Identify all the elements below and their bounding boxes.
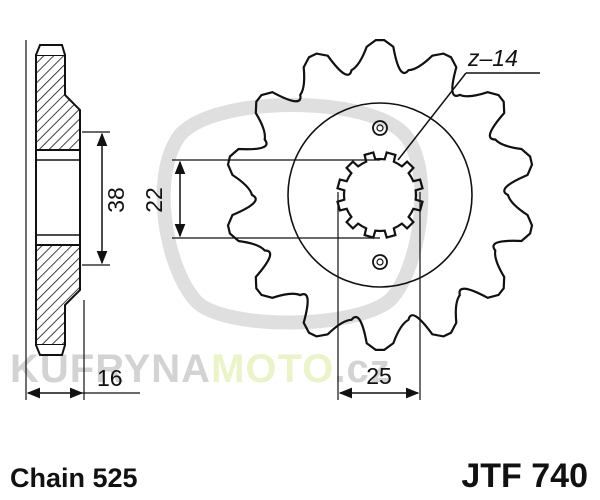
- side-view-upper-body: [35, 54, 81, 151]
- bolt-hole-top: [372, 120, 388, 136]
- spline-bore: [336, 151, 424, 239]
- dimension-16-label: 16: [97, 365, 123, 391]
- bolt-circle: [287, 102, 473, 288]
- dimension-22-label: 22: [141, 187, 167, 213]
- side-view: 38 16: [25, 40, 140, 400]
- gear-outline: [226, 39, 534, 351]
- watermark-logo-shape: [156, 98, 429, 330]
- dimension-38-label: 38: [103, 187, 129, 213]
- side-view-lower-body: [35, 244, 81, 346]
- bolt-hole-bottom: [372, 254, 388, 270]
- part-number-label: JTF 740: [461, 457, 588, 495]
- watermark-text-2: MOTO: [211, 347, 334, 391]
- svg-text:KUFRYNAMOTO.cz: KUFRYNAMOTO.cz: [10, 347, 391, 391]
- teeth-leader-line: [397, 72, 467, 161]
- watermark-text-3: .cz: [334, 347, 390, 391]
- chain-label: Chain 525: [10, 463, 138, 493]
- side-view-hub: [35, 149, 81, 246]
- front-view: 22 25 z–14: [141, 39, 540, 400]
- side-view-bottom-tooth: [35, 344, 66, 356]
- dimension-25-label: 25: [366, 363, 392, 389]
- teeth-count-label: z–14: [467, 45, 518, 71]
- side-view-top-tooth: [35, 44, 66, 56]
